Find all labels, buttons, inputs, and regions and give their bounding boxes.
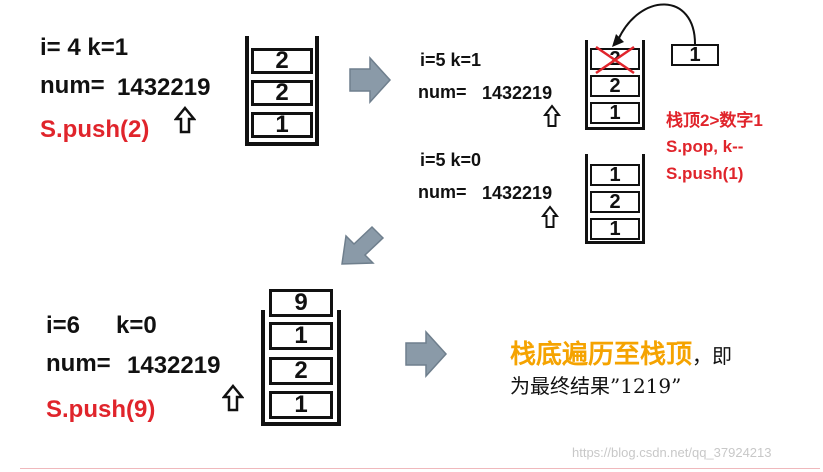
step2a-vars: i=5 k=1 bbox=[420, 50, 482, 70]
step2a-note-push: S.push(1) bbox=[666, 164, 744, 183]
step3-num-value: 1432219 bbox=[127, 352, 221, 379]
stack-wall-right bbox=[642, 154, 645, 244]
stack-wall-right bbox=[315, 36, 319, 146]
step2a-num-value: 1432219 bbox=[482, 83, 553, 103]
stack-cell: 1 bbox=[251, 111, 313, 138]
stack-cell: 2 bbox=[590, 191, 640, 213]
watermark: https://blog.csdn.net/qq_37924213 bbox=[572, 445, 772, 460]
result-line-1: 栈底遍历至栈顶，即 bbox=[510, 334, 732, 371]
step3-operation: S.push(9) bbox=[46, 396, 156, 423]
stack-floor bbox=[245, 142, 319, 146]
cross-out-icon bbox=[595, 45, 635, 75]
result-line-1-tail: ，即 bbox=[692, 344, 733, 368]
stack-step3: 1 2 1 bbox=[261, 310, 341, 426]
stack-cell: 1 bbox=[269, 391, 333, 419]
block-arrow-down-left-icon bbox=[341, 225, 385, 265]
stack-cell: 1 bbox=[590, 164, 640, 186]
stack-wall-right bbox=[337, 310, 341, 426]
stack-cell: 1 bbox=[590, 102, 640, 124]
step2a-note-pop: S.pop, k-- bbox=[666, 137, 744, 156]
bottom-divider bbox=[20, 468, 820, 469]
step3-var-i: i=6 bbox=[46, 312, 81, 339]
step1-num-value: 1432219 bbox=[117, 74, 211, 101]
step3-num-label: num= bbox=[46, 350, 111, 377]
block-arrow-right-icon bbox=[349, 56, 392, 104]
stack-cell: 2 bbox=[251, 79, 313, 106]
stack-wall-left bbox=[585, 40, 588, 130]
stack-floor bbox=[261, 422, 341, 426]
stack-cell: 2 bbox=[269, 357, 333, 385]
result-line-2: 为最终结果”1219” bbox=[510, 374, 682, 398]
up-arrow-icon bbox=[541, 205, 559, 228]
stack-top-new-cell: 9 bbox=[269, 289, 333, 317]
up-arrow-icon bbox=[543, 104, 561, 127]
step1-vars: i= 4 k=1 bbox=[40, 34, 129, 61]
step3-var-k: k=0 bbox=[116, 312, 157, 339]
incoming-value-box: 1 bbox=[671, 44, 719, 66]
step2b-vars: i=5 k=0 bbox=[420, 150, 482, 170]
step1-num-label: num= bbox=[40, 72, 105, 99]
curved-arrow-icon bbox=[612, 3, 696, 47]
step2b-num-label: num= bbox=[418, 182, 467, 202]
up-arrow-icon bbox=[174, 106, 196, 134]
stack-wall-right bbox=[642, 40, 645, 130]
stack-cell: 1 bbox=[590, 218, 640, 240]
step1-operation: S.push(2) bbox=[40, 116, 150, 143]
stack-cell: 1 bbox=[269, 322, 333, 350]
stack-step1: 2 2 1 bbox=[245, 36, 319, 146]
up-arrow-icon bbox=[222, 384, 244, 412]
stack-wall-left bbox=[585, 154, 588, 244]
step2b-num-value: 1432219 bbox=[482, 183, 553, 203]
result-highlight: 栈底遍历至栈顶 bbox=[510, 339, 693, 369]
step2a-note-compare: 栈顶2>数字1 bbox=[666, 111, 763, 130]
stack-cell: 2 bbox=[251, 47, 313, 74]
stack-step2b: 1 2 1 bbox=[585, 154, 645, 244]
stack-wall-left bbox=[245, 36, 249, 146]
block-arrow-right-icon bbox=[405, 330, 448, 378]
stack-floor bbox=[585, 127, 645, 130]
stack-cell: 2 bbox=[590, 75, 640, 97]
stack-wall-left bbox=[261, 310, 265, 426]
stack-floor bbox=[585, 241, 645, 244]
step2a-num-label: num= bbox=[418, 82, 467, 102]
